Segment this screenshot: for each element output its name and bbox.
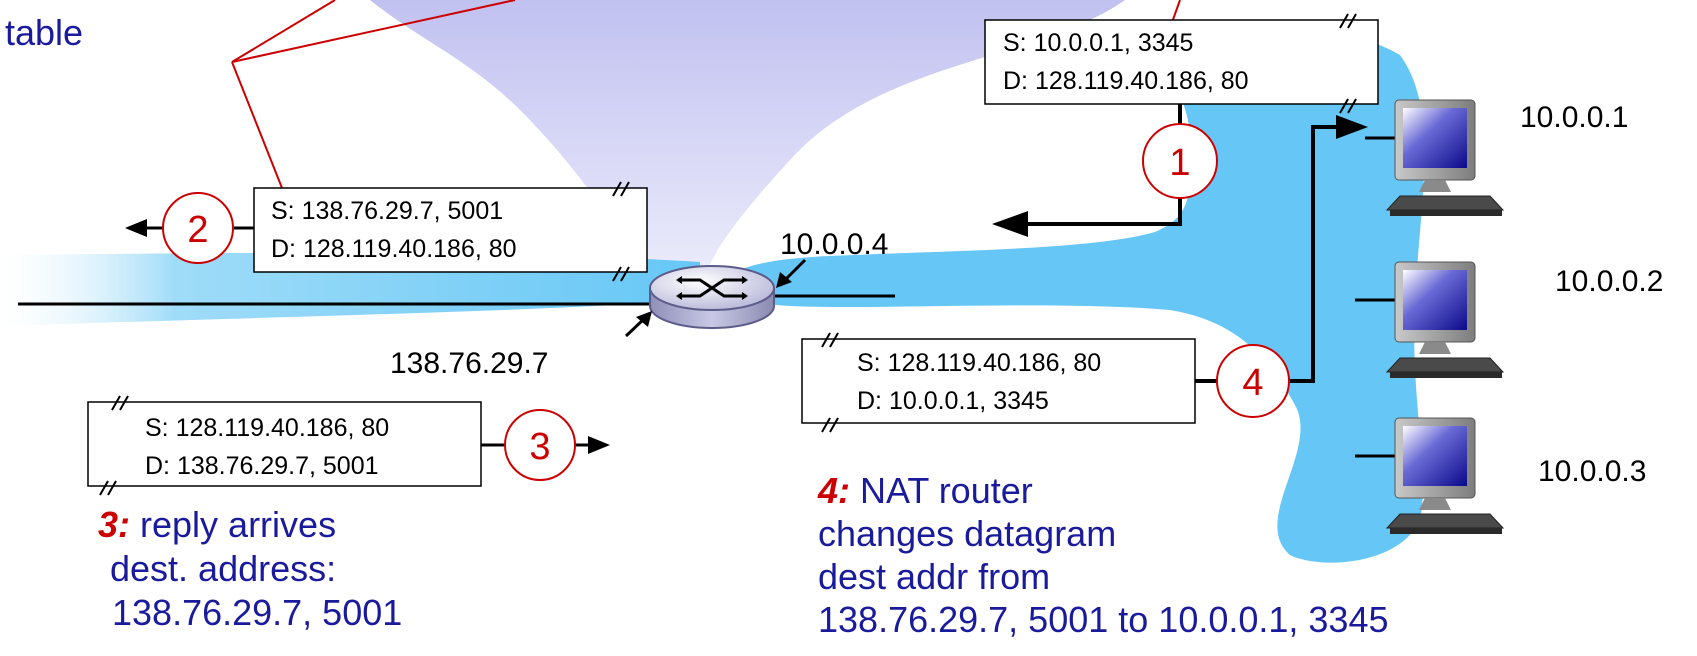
note-4-step: 4:: [817, 470, 850, 511]
packet-1-source: S: 10.0.0.1, 3345: [1003, 29, 1193, 57]
annotation-pointer-lines: [231, 0, 1181, 189]
packet-3-source: S: 128.119.40.186, 80: [145, 414, 389, 442]
packet-2-destination: D: 128.119.40.186, 80: [271, 235, 517, 263]
packet-2-source: S: 138.76.29.7, 5001: [271, 197, 503, 225]
packet-1: S: 10.0.0.1, 3345 D: 128.119.40.186, 80: [984, 13, 1379, 114]
keyboard-icon: [1385, 357, 1505, 373]
host-1-address: 10.0.0.1: [1520, 101, 1628, 134]
router-wan-arrowhead: [636, 311, 652, 327]
packet-1-destination: D: 128.119.40.186, 80: [1003, 67, 1249, 95]
note-4-line-3: dest addr from: [818, 556, 1050, 597]
host-2: [1355, 261, 1505, 378]
svg-text:4:NAT router: 4:NAT router: [817, 470, 1033, 511]
host-3: [1355, 417, 1505, 534]
note-4-line-1: NAT router: [860, 470, 1033, 511]
packet-4-destination: D: 10.0.0.1, 3345: [857, 387, 1049, 415]
router-wan-address: 138.76.29.7: [390, 347, 548, 380]
step-2-arrowhead: [125, 219, 147, 237]
host-3-address: 10.0.0.3: [1538, 455, 1646, 488]
router-lan-address: 10.0.0.4: [780, 228, 888, 261]
note-4-line-4: 138.76.29.7, 5001 to 10.0.0.1, 3345: [818, 599, 1389, 640]
keyboard-icon: [1385, 513, 1505, 529]
step-4-number: 4: [1242, 362, 1263, 404]
step-4-arrowhead: [1336, 115, 1368, 139]
packet-3-destination: D: 138.76.29.7, 5001: [145, 452, 379, 480]
router-cross-icon: [680, 278, 744, 298]
packet-2: S: 138.76.29.7, 5001 D: 128.119.40.186, …: [253, 181, 648, 282]
nat-router: [649, 265, 775, 329]
note-3-line-3: 138.76.29.7, 5001: [112, 592, 402, 633]
step-2-circle: [162, 192, 234, 264]
step-3-circle: [504, 409, 576, 481]
router-lan-arrow: [782, 258, 807, 283]
step-3-number: 3: [529, 426, 550, 468]
funnel-shape: [370, 0, 1125, 275]
packet-4-source: S: 128.119.40.186, 80: [857, 349, 1101, 377]
note-4-line-2: changes datagram: [818, 513, 1116, 554]
step-4-circle: [1216, 344, 1290, 418]
step-1-number: 1: [1169, 142, 1190, 184]
annotation-top-left: table: [5, 12, 83, 53]
router-lan-arrowhead: [776, 272, 792, 288]
packet-4: S: 128.119.40.186, 80 D: 10.0.0.1, 3345: [801, 332, 1196, 433]
host-1: [1365, 99, 1505, 216]
monitor-icon: [1403, 426, 1467, 486]
step-3-arrowhead: [588, 436, 610, 454]
monitor-icon: [1403, 108, 1467, 168]
step-4-arrow: [1289, 125, 1340, 383]
note-3: 3:reply arrives dest. address: 138.76.29…: [98, 504, 402, 633]
svg-text:3:reply arrives: 3:reply arrives: [98, 504, 336, 545]
step-1-circle: [1142, 123, 1218, 199]
packet-3: S: 128.119.40.186, 80 D: 138.76.29.7, 50…: [87, 395, 482, 496]
note-3-line-2: dest. address:: [110, 548, 336, 589]
keyboard-icon: [1385, 195, 1505, 211]
step-2-number: 2: [187, 209, 208, 251]
lan-network-shape: [720, 27, 1425, 563]
note-3-step: 3:: [98, 504, 130, 545]
step-1-arrowhead: [992, 211, 1028, 237]
host-2-address: 10.0.0.2: [1555, 265, 1663, 298]
note-3-line-1: reply arrives: [140, 504, 336, 545]
monitor-icon: [1403, 270, 1467, 330]
note-4: 4:NAT router changes datagram dest addr …: [817, 470, 1389, 640]
